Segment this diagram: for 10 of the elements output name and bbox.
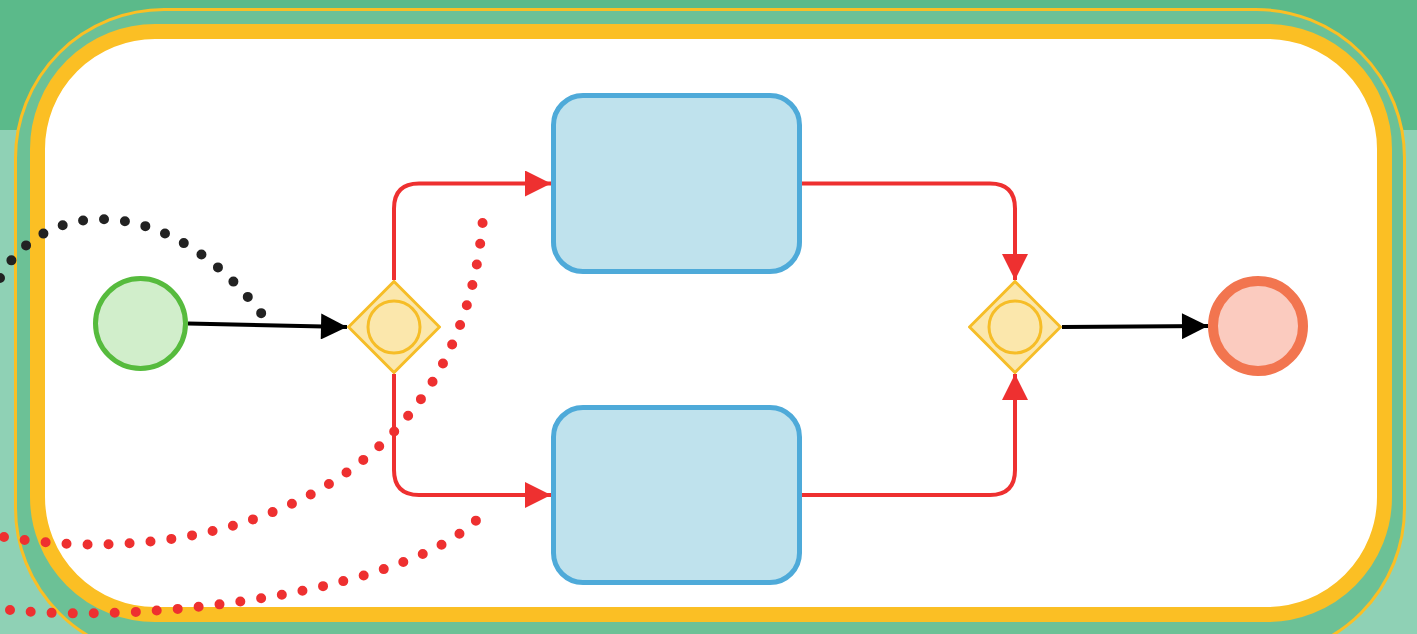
sequence-flow-arrow xyxy=(392,170,551,280)
sequence-flow-arrow xyxy=(187,313,348,340)
task-box xyxy=(551,93,802,274)
sequence-flow-arrow xyxy=(802,181,1028,280)
task-box xyxy=(551,405,802,585)
sequence-flow-arrow xyxy=(392,374,551,508)
gateway-diamond xyxy=(968,280,1062,374)
sequence-flow-arrow xyxy=(1062,313,1208,340)
gateway-diamond xyxy=(347,280,441,374)
sequence-flow-arrow xyxy=(802,374,1028,497)
